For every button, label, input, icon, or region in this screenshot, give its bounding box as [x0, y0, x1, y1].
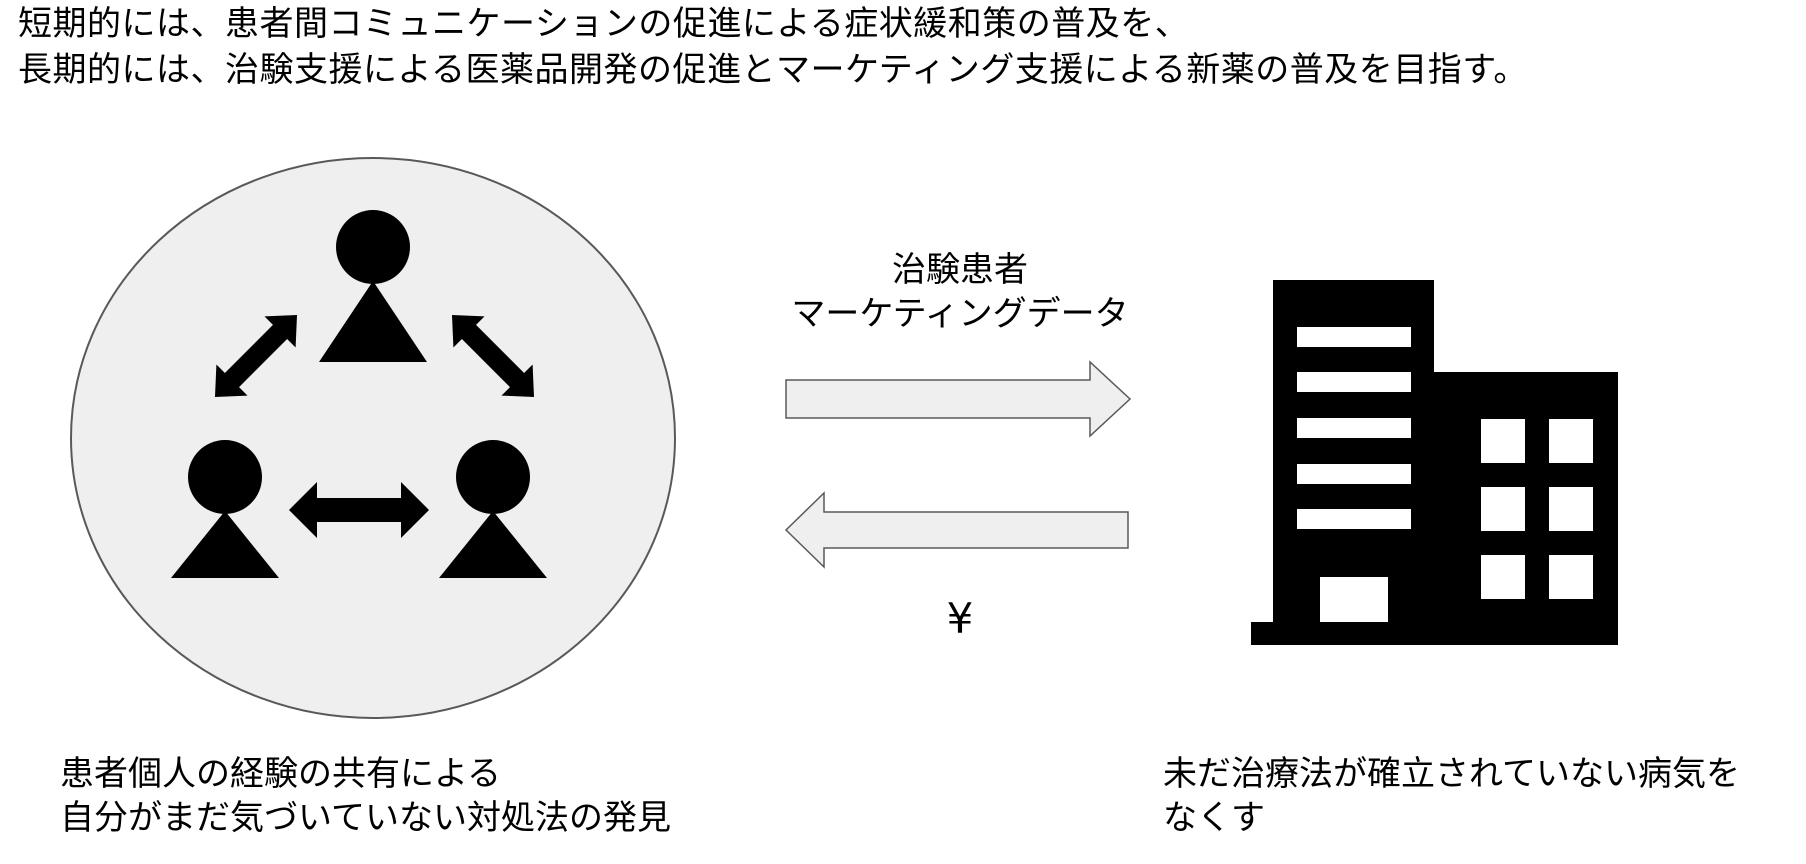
person-icon-bottom-left: [171, 440, 279, 578]
company-goal-caption: 未だ治療法が確立されていない病気を なくす: [1163, 752, 1740, 840]
payment-flow-arrow: [784, 491, 1129, 569]
data-flow-label: 治験患者 マーケティングデータ: [740, 248, 1180, 336]
payment-flow-label: ¥: [946, 594, 974, 643]
patient-benefit-caption-line-2: 自分がまだ気づいていない対処法の発見: [60, 798, 671, 838]
patient-benefit-caption-line-1: 患者個人の経験の共有による: [60, 754, 501, 794]
person-icon-top: [319, 210, 427, 362]
patient-benefit-caption: 患者個人の経験の共有による 自分がまだ気づいていない対処法の発見: [60, 752, 671, 840]
data-flow-arrow: [785, 360, 1132, 438]
patient-community-group: [70, 157, 676, 719]
company-goal-caption-line-2: なくす: [1163, 798, 1265, 838]
company-building-icon: [1251, 280, 1618, 645]
company-goal-caption-line-1: 未だ治療法が確立されていない病気を: [1163, 754, 1740, 794]
headline-line-1: 短期的には、患者間コミュニケーションの促進による症状緩和策の普及を、: [18, 4, 1190, 44]
data-flow-label-line-1: 治験患者: [892, 250, 1028, 290]
person-icon-bottom-right: [439, 440, 547, 578]
headline-line-2: 長期的には、治験支援による医薬品開発の促進とマーケティング支援による新薬の普及を…: [18, 50, 1528, 90]
double-arrow-icon-bottom: [289, 482, 429, 538]
double-arrow-icon-left: [214, 314, 298, 398]
double-arrow-icon-right: [451, 314, 535, 398]
data-flow-label-line-2: マーケティングデータ: [791, 294, 1129, 334]
